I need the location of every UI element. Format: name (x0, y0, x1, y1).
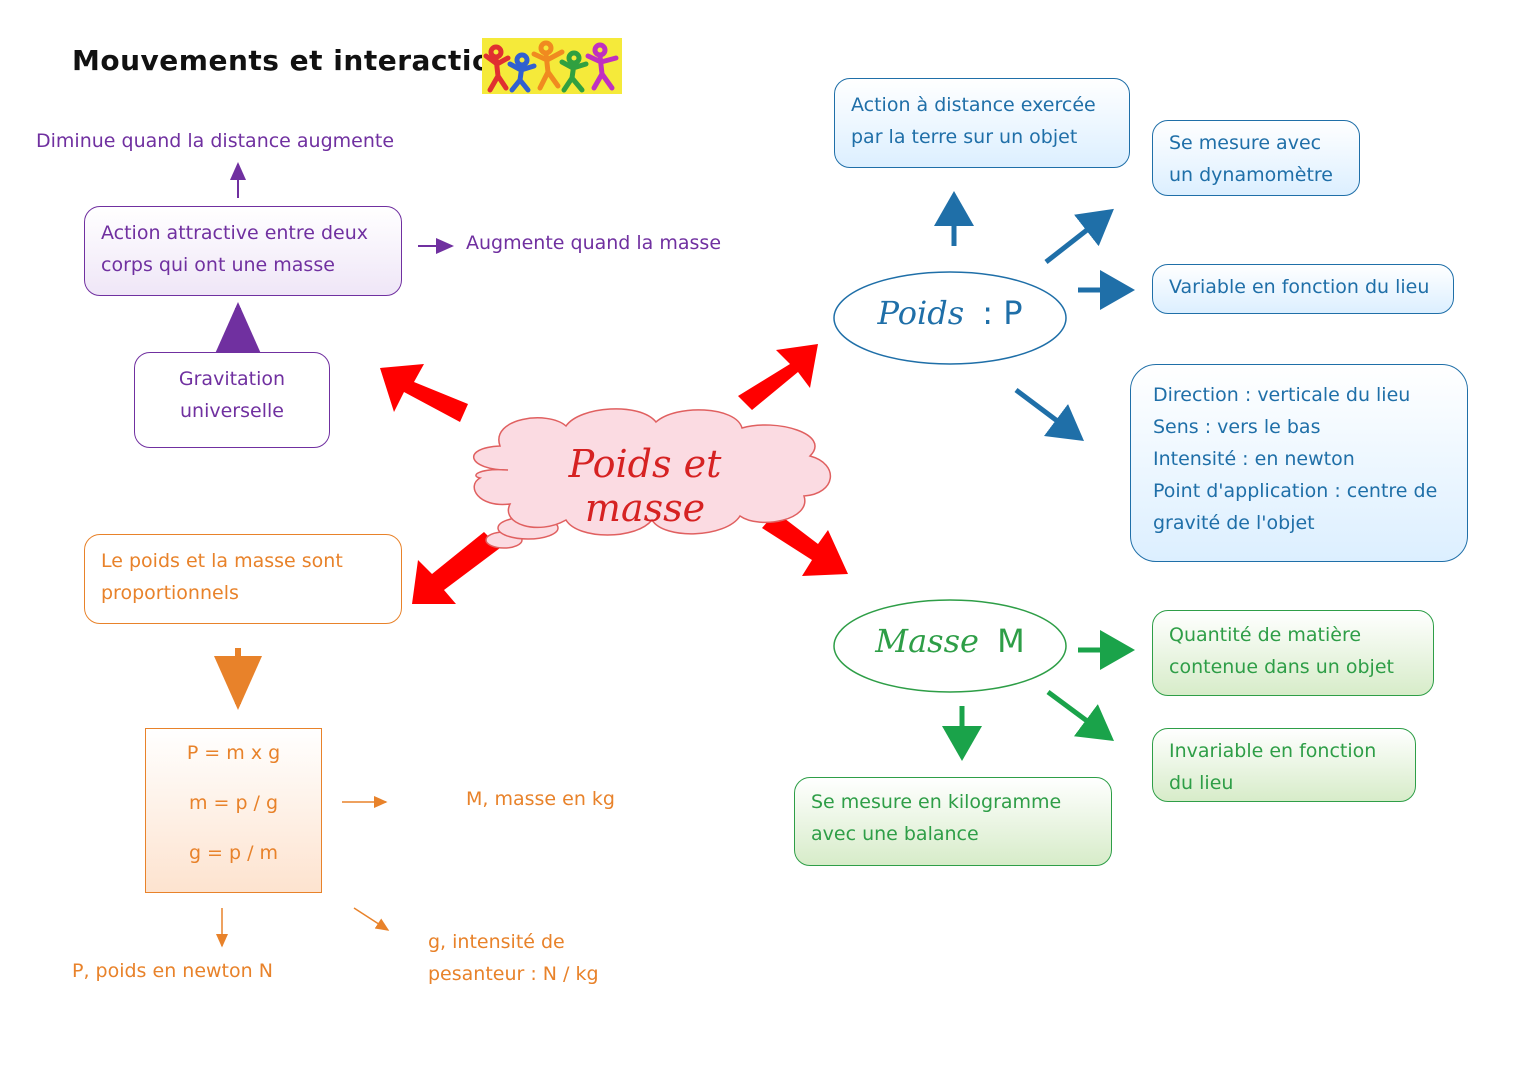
poids-definition: Action à distance exercée par la terre s… (851, 94, 1096, 148)
formula-m: m = p / g (188, 792, 279, 814)
poids-variable: Variable en fonction du lieu (1169, 276, 1430, 298)
dancing-figures-image (482, 38, 622, 94)
masse-ellipse (833, 599, 1067, 693)
gravitation-node: Gravitation universelle (178, 368, 286, 422)
masse-invariable: Invariable en fonction du lieu (1169, 740, 1377, 794)
poids-symbol: : P (982, 294, 1023, 332)
page-title: Mouvements et interaction (72, 44, 513, 77)
arrow-poids-diag-up (1044, 208, 1114, 264)
poids-label: Poids : P (860, 294, 1040, 332)
red-arrow-poids (738, 344, 818, 410)
gravitation-definition-box: Action attractive entre deux corps qui o… (84, 206, 402, 296)
distance-note: Diminue quand la distance augmente (36, 130, 395, 152)
poids-variable-box: Variable en fonction du lieu (1152, 264, 1454, 314)
proportional-statement: Le poids et la masse sont proportionnels (101, 550, 343, 604)
poids-script-label: Poids (877, 294, 965, 332)
masse-quantity: Quantité de matière contenue dans un obj… (1169, 624, 1394, 678)
red-arrow-masse (762, 512, 848, 576)
arrow-masse-diag (1046, 689, 1115, 741)
poids-measure: Se mesure avec un dynamomètre (1169, 132, 1333, 186)
red-arrow-proportional (412, 532, 500, 604)
masse-script-label: Masse (875, 622, 979, 660)
g-unit: g, intensité de pesanteur : N / kg (428, 931, 599, 985)
mass-note: Augmente quand la masse (466, 232, 722, 254)
characteristic-point: Point d'application : centre de gravité … (1153, 480, 1438, 534)
characteristic-sens: Sens : vers le bas (1153, 416, 1321, 438)
formula-g: g = p / m (188, 842, 279, 864)
center-label: Poids et masse (568, 442, 722, 530)
gravitation-node-box: Gravitation universelle (134, 352, 330, 448)
formula-p: P = m x g (186, 742, 281, 764)
masse-label: Masse M (860, 622, 1040, 660)
poids-ellipse (833, 271, 1067, 365)
m-unit: M, masse en kg (466, 788, 615, 810)
masse-measure: Se mesure en kilogramme avec une balance (811, 791, 1062, 845)
arrow-diag-g-unit (353, 907, 390, 931)
gravitation-definition: Action attractive entre deux corps qui o… (101, 222, 369, 276)
poids-definition-box: Action à distance exercée par la terre s… (834, 78, 1130, 168)
red-arrow-gravitation (380, 364, 468, 422)
masse-quantity-box: Quantité de matière contenue dans un obj… (1152, 610, 1434, 696)
proportional-box: Le poids et la masse sont proportionnels (84, 534, 402, 624)
center-cloud (472, 408, 831, 549)
characteristic-direction: Direction : verticale du lieu (1153, 384, 1411, 406)
formulas-box: P = m x g m = p / g g = p / m (145, 728, 322, 893)
p-unit: P, poids en newton N (72, 960, 273, 982)
masse-invariable-box: Invariable en fonction du lieu (1152, 728, 1416, 802)
poids-measure-box: Se mesure avec un dynamomètre (1152, 120, 1360, 196)
masse-measure-box: Se mesure en kilogramme avec une balance (794, 777, 1112, 866)
masse-symbol: M (997, 622, 1025, 660)
characteristic-intensite: Intensité : en newton (1153, 448, 1355, 470)
red-arrows (380, 344, 848, 604)
arrow-poids-diag-down (1014, 388, 1084, 441)
poids-characteristics-box: Direction : verticale du lieu Sens : ver… (1130, 364, 1468, 562)
